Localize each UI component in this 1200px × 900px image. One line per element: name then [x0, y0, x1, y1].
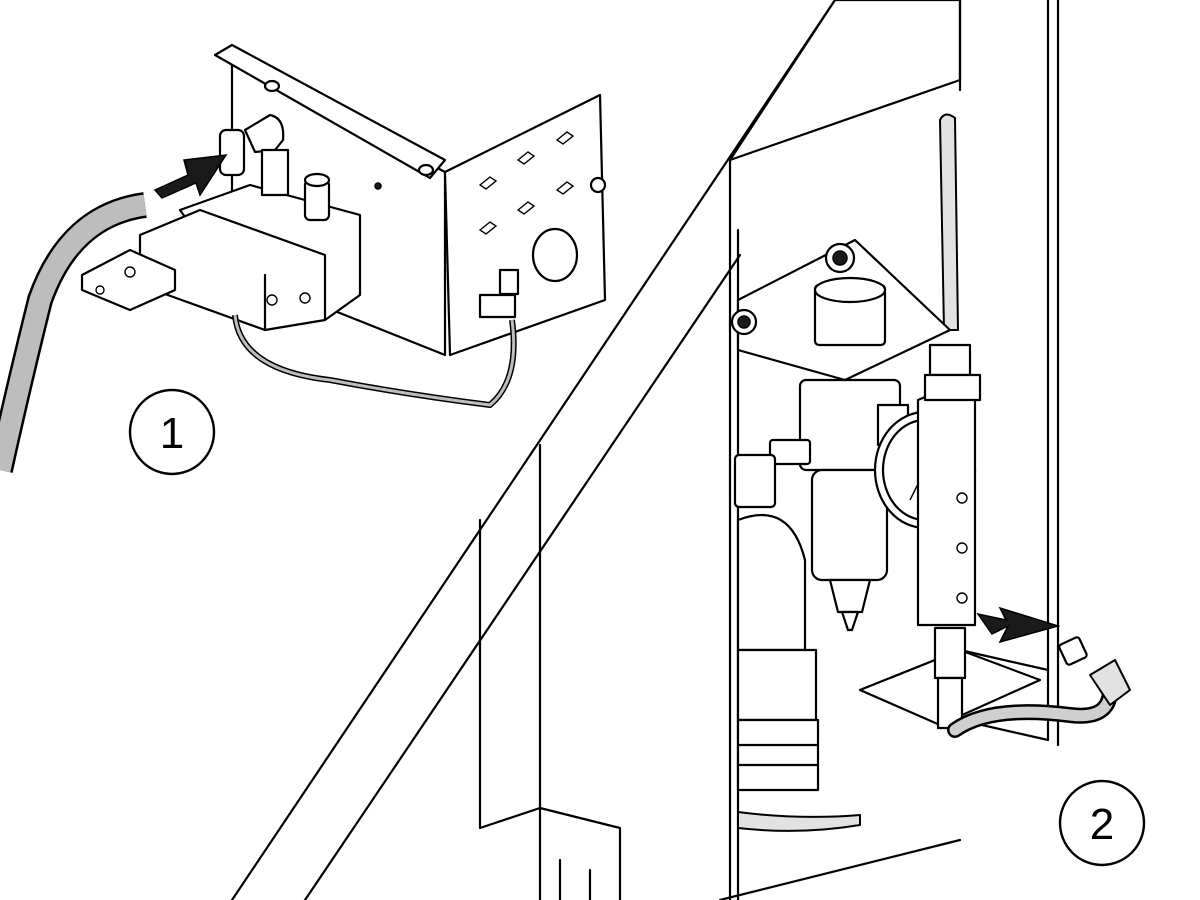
solenoid-valve	[80, 113, 362, 332]
lower-filter-bowl	[736, 513, 861, 832]
manifold-block	[916, 343, 982, 730]
arrow-right-icon	[976, 606, 1061, 644]
inlet-hose-1	[0, 192, 148, 473]
cabinet-body	[478, 443, 622, 900]
callout-1: 1	[128, 388, 216, 476]
callout-2: 2	[1058, 779, 1146, 867]
inlet-hose-2	[947, 636, 1131, 738]
connector-holes	[478, 131, 579, 296]
callout-1-label: 1	[160, 409, 184, 458]
callout-2-label: 2	[1090, 800, 1114, 849]
mounting-plate	[213, 43, 607, 357]
cutaway-divider	[230, 0, 837, 900]
supply-tube-top	[939, 113, 959, 331]
signal-cable	[232, 314, 517, 409]
filter-regulator	[733, 276, 902, 632]
arrow-right-icon	[153, 154, 228, 199]
